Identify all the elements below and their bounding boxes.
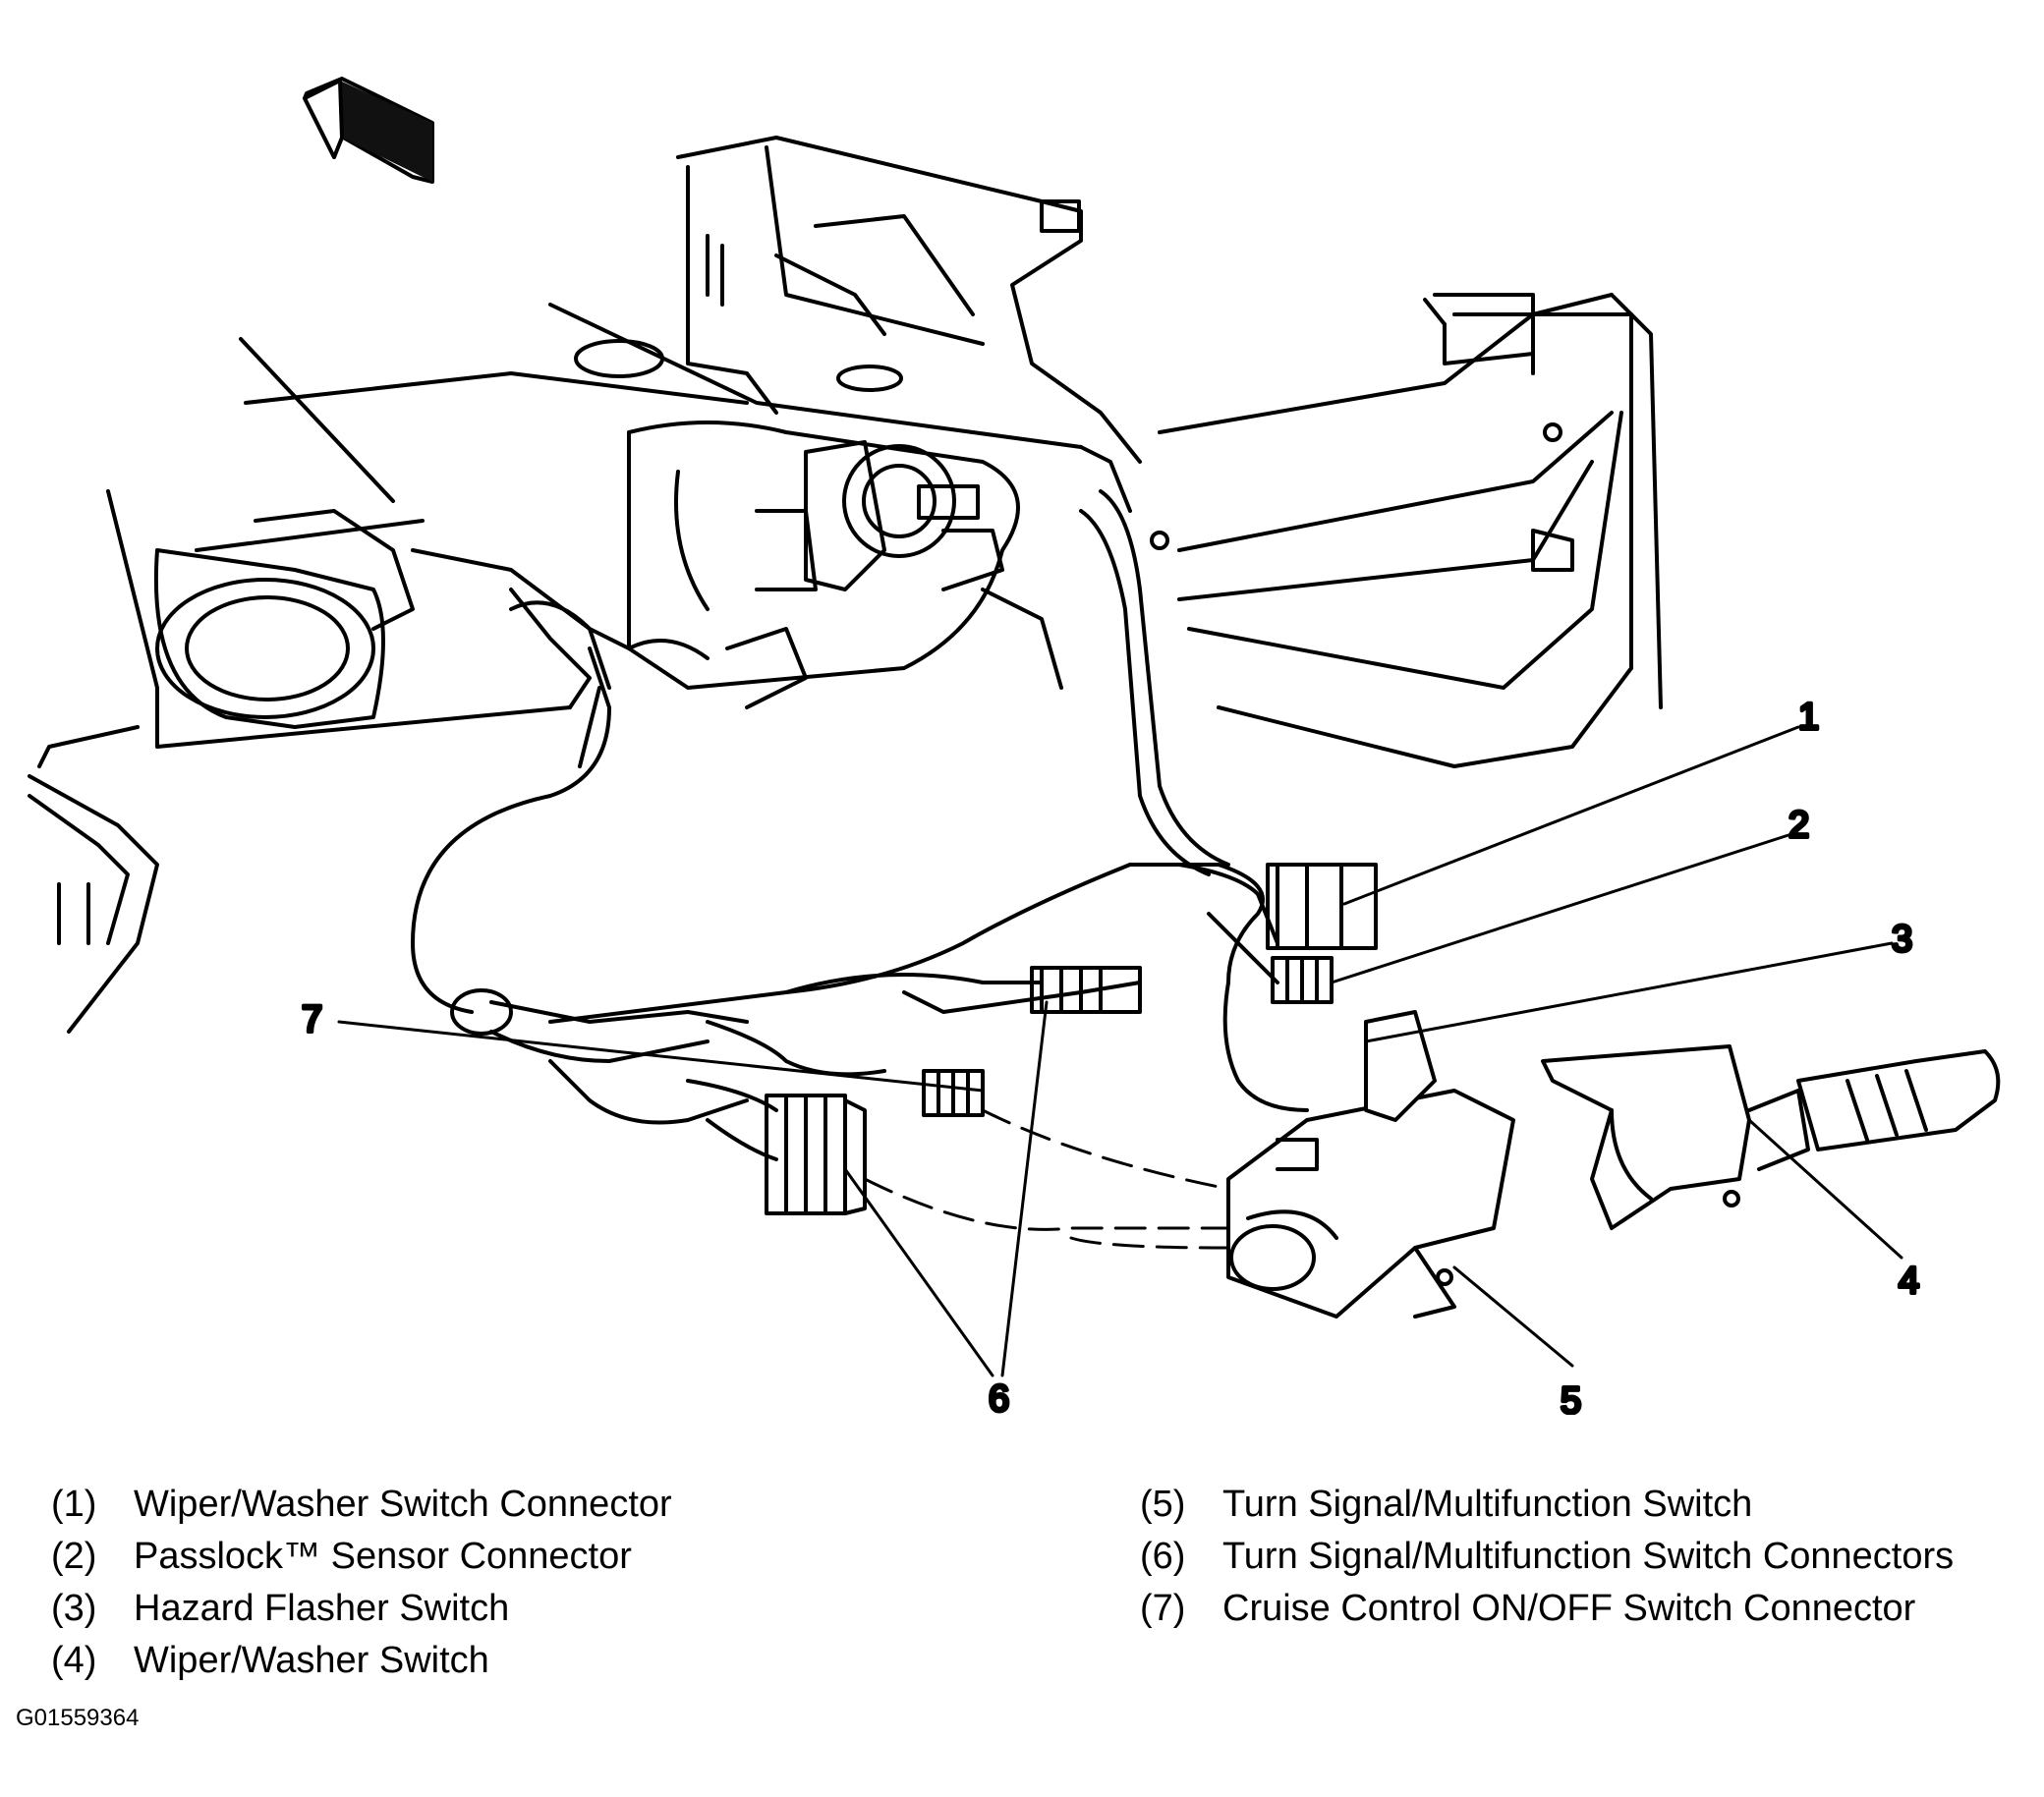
callout-1: 1: [1798, 697, 1819, 738]
air-duct: [28, 509, 425, 1034]
steering-column: [411, 421, 1063, 709]
callout-4: 4: [1899, 1261, 1919, 1302]
turn-signal-switch: [1226, 1010, 1515, 1319]
legend-label: Hazard Flasher Switch: [134, 1588, 510, 1629]
callout-3: 3: [1892, 919, 1912, 960]
legend-item: (2) Passlock™ Sensor Connector: [51, 1531, 672, 1583]
legend-number: (6): [1140, 1536, 1186, 1577]
front-arrow-icon: [303, 77, 434, 184]
legend-item: (4) Wiper/Washer Switch: [51, 1635, 672, 1687]
legend-number: (7): [1140, 1588, 1186, 1629]
callout-numbers: 1 2 3 4 5 6 7: [300, 695, 1921, 1415]
connector-2: [1207, 912, 1334, 1004]
legend-number: (2): [51, 1536, 97, 1577]
legend-label: Cruise Control ON/OFF Switch Connector: [1222, 1588, 1916, 1629]
connector-1: [1177, 863, 1378, 950]
legend-item: (5) Turn Signal/Multifunction Switch: [1140, 1479, 1954, 1531]
legend-label: Turn Signal/Multifunction Switch: [1222, 1484, 1753, 1525]
legend-number: (3): [51, 1588, 97, 1629]
legend-left-column: (1) Wiper/Washer Switch Connector (2) Pa…: [51, 1479, 672, 1687]
legend-item: (6) Turn Signal/Multifunction Switch Con…: [1140, 1531, 1954, 1583]
callout-7: 7: [302, 999, 322, 1040]
legend-label: Turn Signal/Multifunction Switch Connect…: [1222, 1536, 1955, 1577]
connector-6: [686, 1079, 867, 1215]
callout-2: 2: [1788, 805, 1809, 846]
legend-item: (7) Cruise Control ON/OFF Switch Connect…: [1140, 1583, 1954, 1635]
legend-label: Wiper/Washer Switch: [134, 1640, 489, 1681]
legend-right-column: (5) Turn Signal/Multifunction Switch (6)…: [1140, 1479, 1954, 1635]
dash-crossbar: [106, 293, 1663, 768]
dash-bracket: [574, 136, 1142, 464]
steering-column-illustration: 1 2 3 4 5 6 7: [28, 77, 2001, 1415]
legend-label: Passlock™ Sensor Connector: [134, 1536, 632, 1577]
legend-item: (3) Hazard Flasher Switch: [51, 1583, 672, 1635]
legend-number: (1): [51, 1484, 97, 1525]
legend-number: (5): [1140, 1484, 1186, 1525]
callout-5: 5: [1561, 1380, 1581, 1415]
legend-number: (4): [51, 1640, 97, 1681]
wiper-washer-switch: [1541, 1044, 2001, 1230]
connector-7: [922, 1069, 985, 1117]
legend-item: (1) Wiper/Washer Switch Connector: [51, 1479, 672, 1531]
callout-6: 6: [989, 1378, 1009, 1415]
figure-id: G01559364: [16, 1705, 140, 1731]
leader-lines: [337, 725, 1903, 1377]
wiring-harness: [411, 489, 1309, 1125]
legend-label: Wiper/Washer Switch Connector: [134, 1484, 672, 1525]
